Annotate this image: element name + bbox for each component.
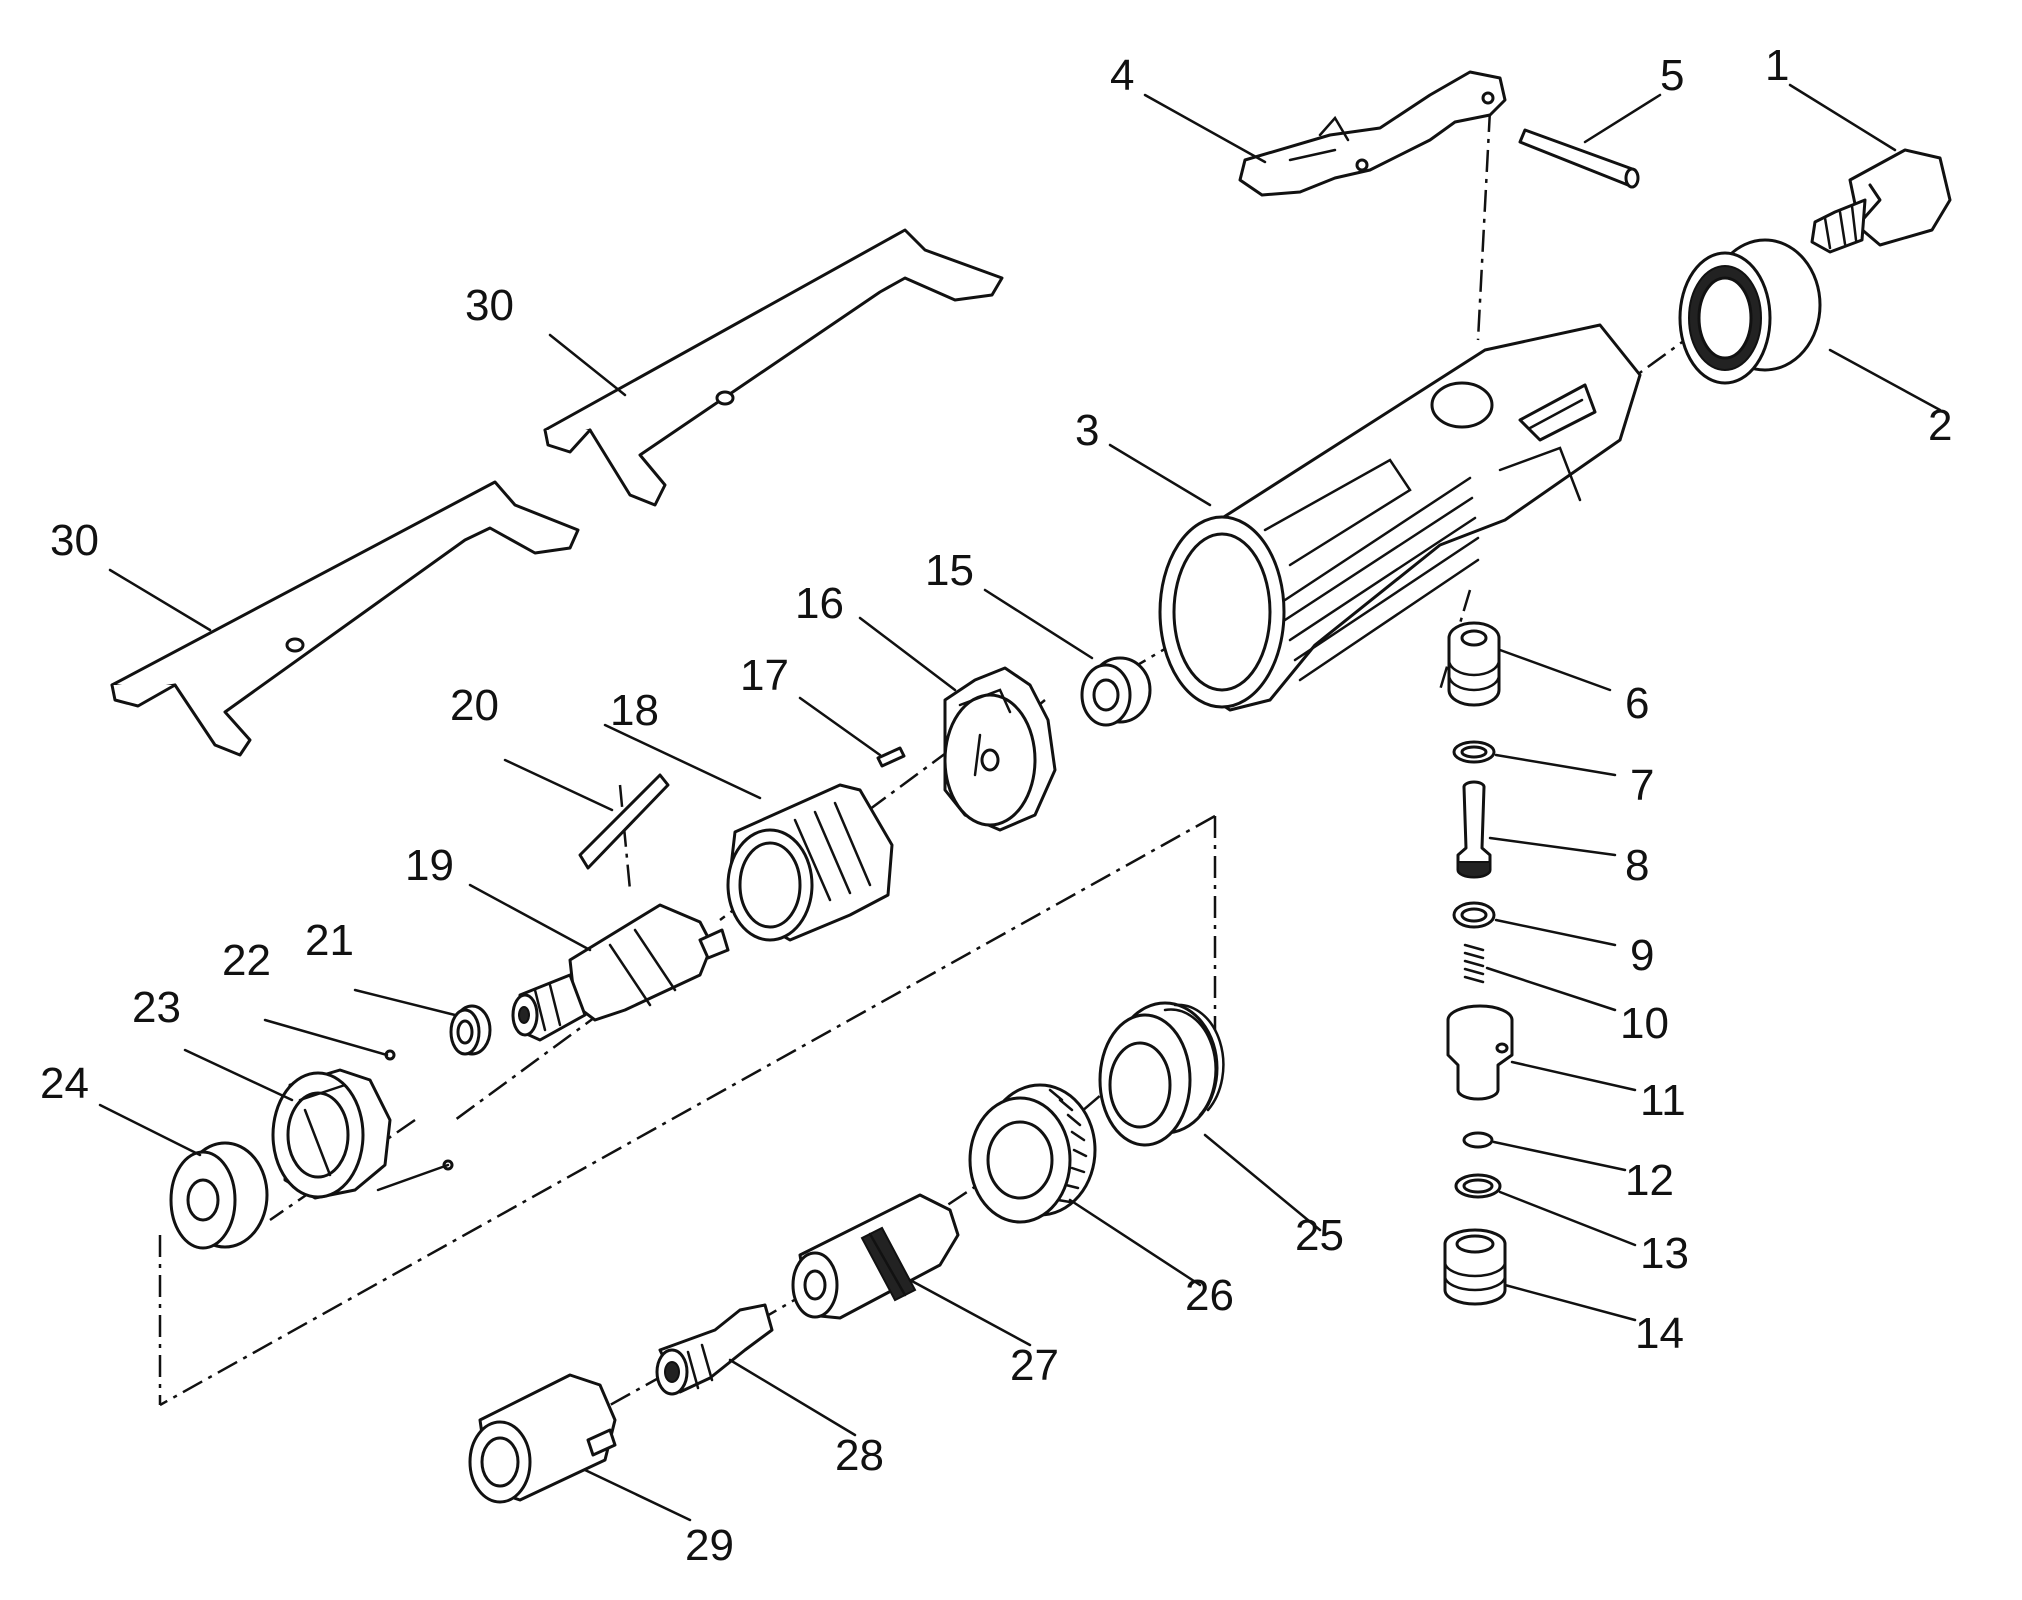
callout-7: 7 <box>1630 761 1654 810</box>
part-5-pin <box>1518 128 1640 189</box>
callout-4: 4 <box>1110 51 1134 100</box>
part-30-spanner-plate-lower <box>110 480 580 757</box>
part-12-o-ring <box>1462 1131 1494 1149</box>
part-10-spring <box>1463 943 1485 984</box>
part-6-valve-bushing <box>1447 621 1501 707</box>
callout-19: 19 <box>405 841 454 890</box>
callout-28: 28 <box>835 1431 884 1480</box>
part-7-o-ring <box>1452 740 1496 764</box>
part-29-collet-nut <box>468 1373 617 1504</box>
part-14-valve-plug <box>1443 1228 1507 1306</box>
callout-labels: 1 2 3 4 5 6 7 8 9 10 11 12 13 14 15 16 1… <box>40 41 1952 1570</box>
callout-24: 24 <box>40 1059 89 1108</box>
part-25-threaded-ring <box>1098 1001 1225 1147</box>
callout-1: 1 <box>1765 41 1789 90</box>
callout-13: 13 <box>1640 1229 1689 1278</box>
callout-27: 27 <box>1010 1341 1059 1390</box>
part-8-valve-stem <box>1456 780 1492 879</box>
part-11-valve-cap <box>1446 1004 1514 1101</box>
part-28-collet <box>655 1303 774 1396</box>
part-3-housing <box>1158 323 1642 712</box>
part-30-spanner-plate-upper <box>543 228 1004 507</box>
callout-26: 26 <box>1185 1271 1234 1320</box>
callout-29: 29 <box>685 1521 734 1570</box>
callout-14: 14 <box>1635 1309 1684 1358</box>
callout-25: 25 <box>1295 1211 1344 1260</box>
callout-9: 9 <box>1630 931 1654 980</box>
callout-2: 2 <box>1928 401 1952 450</box>
callout-20: 20 <box>450 681 499 730</box>
part-18-cylinder <box>726 783 894 942</box>
part-13-o-ring <box>1454 1173 1502 1199</box>
part-2-rear-cover <box>1678 238 1822 385</box>
callout-21: 21 <box>305 916 354 965</box>
part-20-rotor-blade <box>578 773 670 870</box>
callout-18: 18 <box>610 686 659 735</box>
leader-lines <box>98 83 1942 1522</box>
callout-11: 11 <box>1640 1076 1686 1125</box>
part-22-pin <box>384 1049 454 1171</box>
part-1-air-inlet <box>1810 148 1952 254</box>
callout-30-lower: 30 <box>50 516 99 565</box>
part-23-front-end-plate <box>271 1068 392 1200</box>
callout-3: 3 <box>1075 406 1099 455</box>
part-21-spacer <box>449 1004 492 1056</box>
callout-23: 23 <box>132 983 181 1032</box>
part-15-bearing <box>1080 656 1152 727</box>
callout-17: 17 <box>740 651 789 700</box>
callout-5: 5 <box>1660 51 1684 100</box>
part-27-spindle <box>791 1193 960 1320</box>
callout-16: 16 <box>795 579 844 628</box>
part-26-knurled-nut <box>968 1083 1097 1224</box>
part-24-front-bearing <box>169 1141 269 1250</box>
callout-12: 12 <box>1625 1156 1674 1205</box>
part-9-o-ring <box>1452 901 1496 929</box>
part-19-rotor <box>511 903 730 1042</box>
callout-8: 8 <box>1625 841 1649 890</box>
callout-30-upper: 30 <box>465 281 514 330</box>
callout-10: 10 <box>1620 999 1669 1048</box>
callout-6: 6 <box>1625 679 1649 728</box>
part-16-rear-end-plate <box>943 666 1057 832</box>
callout-15: 15 <box>925 546 974 595</box>
part-17-dowel-pin <box>876 746 906 768</box>
callout-22: 22 <box>222 936 271 985</box>
part-4-throttle-lever <box>1238 70 1507 197</box>
